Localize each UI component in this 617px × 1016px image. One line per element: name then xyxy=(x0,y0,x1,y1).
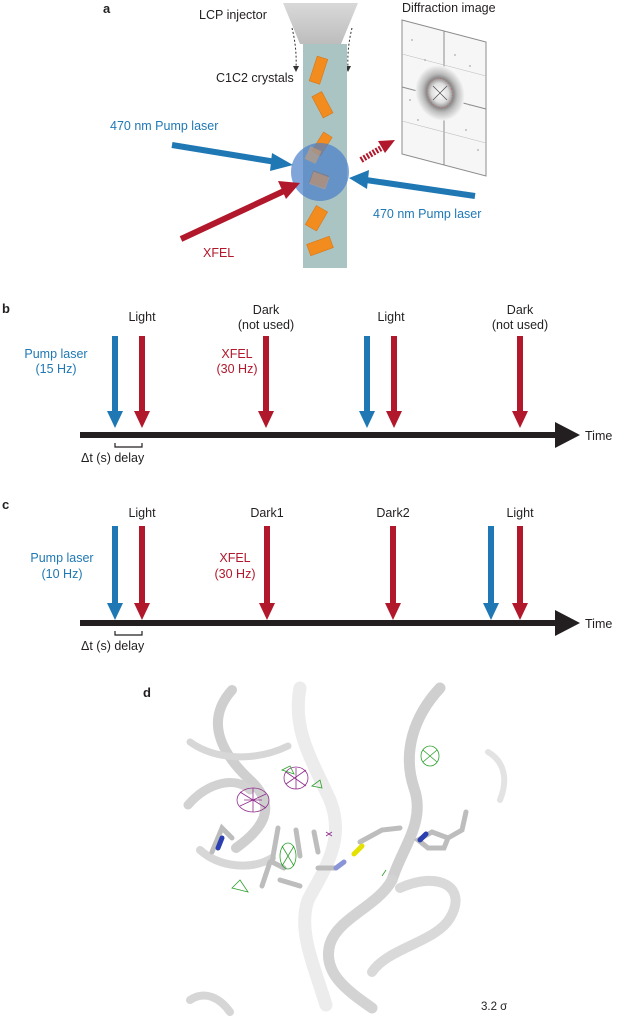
light-label: Light xyxy=(506,506,534,520)
panel-c-letter: c xyxy=(2,497,9,512)
helix-ribbons xyxy=(183,681,508,1016)
nitrogen-atom xyxy=(417,831,429,843)
panel-d: d xyxy=(143,681,508,1016)
nitrogen-atom xyxy=(333,859,347,871)
xfel-pulse-arrow xyxy=(258,336,274,428)
pump-pulse-arrow xyxy=(483,526,499,620)
xfel-arrow xyxy=(179,181,300,242)
pump-laser-right-arrow xyxy=(349,170,476,199)
xfel-label: XFEL xyxy=(221,347,252,361)
pump-laser-label: Pump laser xyxy=(24,347,87,361)
xfel-pulse-arrow xyxy=(385,526,401,620)
pump-laser-rate-label: (10 Hz) xyxy=(42,567,83,581)
pump-pulse-arrow xyxy=(107,526,123,620)
flow-arrows xyxy=(291,27,353,69)
negative-density-mesh xyxy=(236,766,333,837)
nitrogen-atom xyxy=(215,835,225,851)
crystal-in-beam xyxy=(304,146,322,164)
pump-laser-right-label: 470 nm Pump laser xyxy=(373,207,481,221)
light-label: Light xyxy=(128,506,156,520)
dark-label: Dark xyxy=(253,303,280,317)
pump-pulse-arrow xyxy=(359,336,375,428)
xfel-label: XFEL xyxy=(203,246,234,260)
crystal-in-beam xyxy=(309,171,330,190)
xfel-pulse-arrow xyxy=(134,526,150,620)
panel-c: c Light Dark1 Dark2 Light Pump laser (10… xyxy=(2,497,612,653)
lcp-injector-nozzle xyxy=(283,3,358,44)
panel-b: b Light Dark (not used) Light Dark (not … xyxy=(2,301,612,465)
xfel-rate-label: (30 Hz) xyxy=(217,362,258,376)
delay-bracket xyxy=(114,631,143,636)
dark2-label: Dark2 xyxy=(376,506,409,520)
panel-d-letter: d xyxy=(143,685,151,700)
light-label: Light xyxy=(377,310,405,324)
panel-a: a LCP injector C1C2 crystals xyxy=(103,1,496,268)
flow-arrowhead-left xyxy=(293,66,299,72)
sulfur-atom xyxy=(351,843,365,857)
xfel-pulse-arrow xyxy=(386,336,402,428)
delay-label: Δt (s) delay xyxy=(81,639,145,653)
xfel-label: XFEL xyxy=(219,551,250,565)
time-label: Time xyxy=(585,617,612,631)
dark-note-label: (not used) xyxy=(492,318,548,332)
dark1-label: Dark1 xyxy=(250,506,283,520)
panel-b-letter: b xyxy=(2,301,10,316)
xfel-rate-label: (30 Hz) xyxy=(215,567,256,581)
dark-note-label: (not used) xyxy=(238,318,294,332)
xfel-pulse-arrow xyxy=(512,336,528,428)
residue-sticks xyxy=(209,809,469,889)
time-axis-arrow xyxy=(80,610,580,636)
delay-bracket xyxy=(114,443,143,448)
diffracted-beam-arrow xyxy=(359,140,395,163)
lcp-injector-label: LCP injector xyxy=(199,8,267,22)
crystals-label: C1C2 crystals xyxy=(216,71,294,85)
panel-a-letter: a xyxy=(103,1,111,16)
sigma-level-label: 3.2 σ xyxy=(481,1001,507,1013)
pump-pulse-arrow xyxy=(107,336,123,428)
xfel-pulse-arrow xyxy=(134,336,150,428)
dark-label: Dark xyxy=(507,303,534,317)
pump-laser-rate-label: (15 Hz) xyxy=(36,362,77,376)
delay-label: Δt (s) delay xyxy=(81,451,145,465)
pump-laser-left-label: 470 nm Pump laser xyxy=(110,119,218,133)
light-label: Light xyxy=(128,310,156,324)
xfel-pulse-arrow xyxy=(259,526,275,620)
pump-laser-left-arrow xyxy=(171,142,293,171)
diffraction-image-label: Diffraction image xyxy=(402,1,496,15)
positive-density-mesh xyxy=(231,745,440,893)
pump-laser-label: Pump laser xyxy=(30,551,93,565)
xfel-pulse-arrow xyxy=(512,526,528,620)
time-label: Time xyxy=(585,429,612,443)
time-axis-arrow xyxy=(80,422,580,448)
diffraction-detector xyxy=(401,19,487,177)
